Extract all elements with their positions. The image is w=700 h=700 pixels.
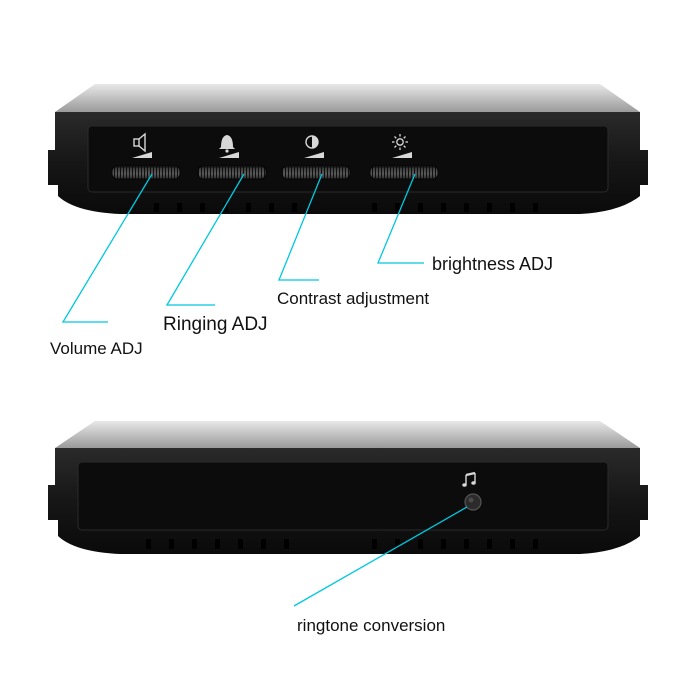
top-device: [48, 84, 648, 214]
ringtone-leader-line: [293, 506, 468, 607]
contrast-leader-line: [278, 173, 323, 281]
brightness-leader-line: [377, 173, 424, 264]
ringtone-button-highlight: [468, 497, 474, 503]
ringing-leader-line: [165, 173, 245, 306]
bell-icon: [219, 135, 239, 158]
ringtone-button[interactable]: [464, 493, 482, 511]
contrast-adjustment-label: Contrast adjustment: [277, 289, 430, 308]
volume-adj-label: Volume ADJ: [50, 339, 143, 358]
ringing-thumbwheel[interactable]: [197, 165, 267, 180]
ringtone-conversion-label: ringtone conversion: [297, 616, 446, 635]
top-device-panel: [87, 125, 609, 193]
sun-icon: [392, 134, 412, 158]
music-note-icon: [462, 471, 476, 487]
bottom-device-vents: [146, 539, 538, 549]
brightness-adj-label: brightness ADJ: [432, 254, 554, 274]
top-device-vents: [154, 203, 538, 212]
volume-thumbwheel[interactable]: [111, 165, 181, 180]
top-device-glass-edge: [55, 84, 640, 112]
speaker-icon: [132, 132, 152, 158]
brightness-thumbwheel[interactable]: [369, 165, 439, 180]
bottom-device: [48, 421, 648, 554]
ringing-adj-label: Ringing ADJ: [163, 314, 268, 335]
contrast-icon: [304, 135, 324, 158]
contrast-thumbwheel[interactable]: [281, 165, 351, 180]
bottom-device-glass-edge: [55, 421, 640, 448]
volume-leader-line: [61, 173, 153, 323]
bottom-device-panel: [77, 461, 609, 531]
